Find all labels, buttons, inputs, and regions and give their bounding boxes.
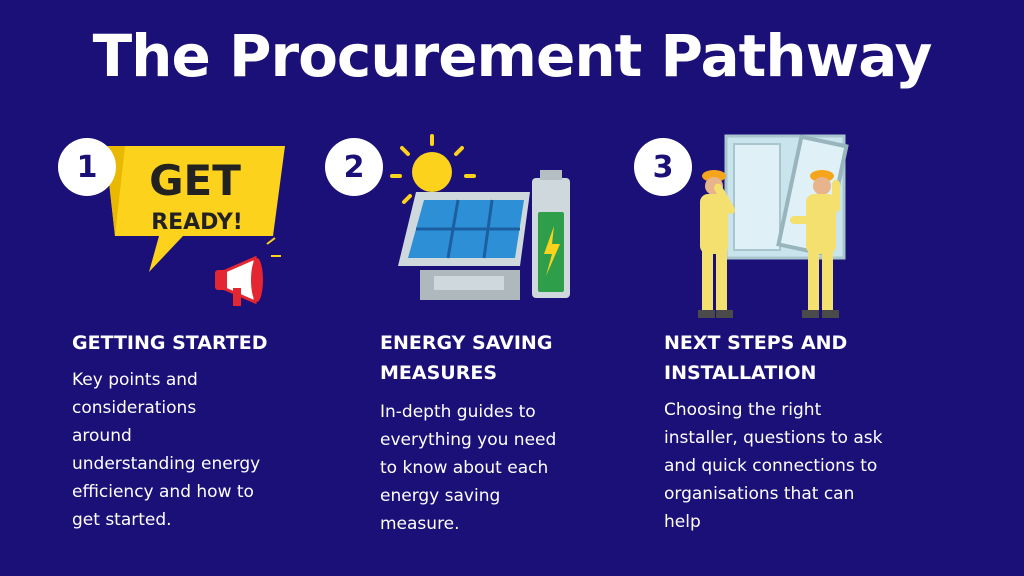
desc-line: to know about each xyxy=(380,458,549,478)
desc-line: installer, questions to ask xyxy=(664,428,883,448)
step-3-heading: NEXT STEPS AND INSTALLATION xyxy=(664,328,847,388)
desc-line: Key points and xyxy=(72,370,198,390)
step-1-description: Key points and considerations around und… xyxy=(72,366,260,534)
worker-left-icon xyxy=(698,170,735,318)
sun-icon xyxy=(390,134,476,204)
step-number-1: 1 xyxy=(58,138,116,196)
step-3-description: Choosing the right installer, questions … xyxy=(664,396,882,536)
heading-line: ENERGY SAVING xyxy=(380,332,553,354)
worker-right-icon xyxy=(790,170,840,318)
desc-line: around xyxy=(72,426,132,446)
desc-line: organisations that can xyxy=(664,484,855,504)
desc-line: Choosing the right xyxy=(664,400,822,420)
solar-panel-battery-icon xyxy=(380,130,580,310)
banner-text-get: GET xyxy=(149,156,241,205)
desc-line: understanding energy xyxy=(72,454,261,474)
get-ready-megaphone-icon: GET READY! xyxy=(95,140,295,310)
heading-line: MEASURES xyxy=(380,362,497,384)
desc-line: and quick connections to xyxy=(664,456,878,476)
banner-text-ready: READY! xyxy=(151,210,243,235)
step-2-description: In-depth guides to everything you need t… xyxy=(380,398,556,538)
step-number-3: 3 xyxy=(634,138,692,196)
step-number-2: 2 xyxy=(325,138,383,196)
window-installers-icon xyxy=(690,132,870,328)
desc-line: everything you need xyxy=(380,430,557,450)
desc-line: considerations xyxy=(72,398,197,418)
heading-line: INSTALLATION xyxy=(664,362,817,384)
desc-line: efficiency and how to xyxy=(72,482,254,502)
heading-line: NEXT STEPS AND xyxy=(664,332,848,354)
desc-line: help xyxy=(664,512,701,532)
desc-line: get started. xyxy=(72,510,172,530)
step-1-heading: GETTING STARTED xyxy=(72,332,268,354)
desc-line: measure. xyxy=(380,514,460,534)
desc-line: In-depth guides to xyxy=(380,402,536,422)
desc-line: energy saving xyxy=(380,486,501,506)
step-2-heading: ENERGY SAVING MEASURES xyxy=(380,328,552,388)
page-title: The Procurement Pathway xyxy=(92,22,933,90)
